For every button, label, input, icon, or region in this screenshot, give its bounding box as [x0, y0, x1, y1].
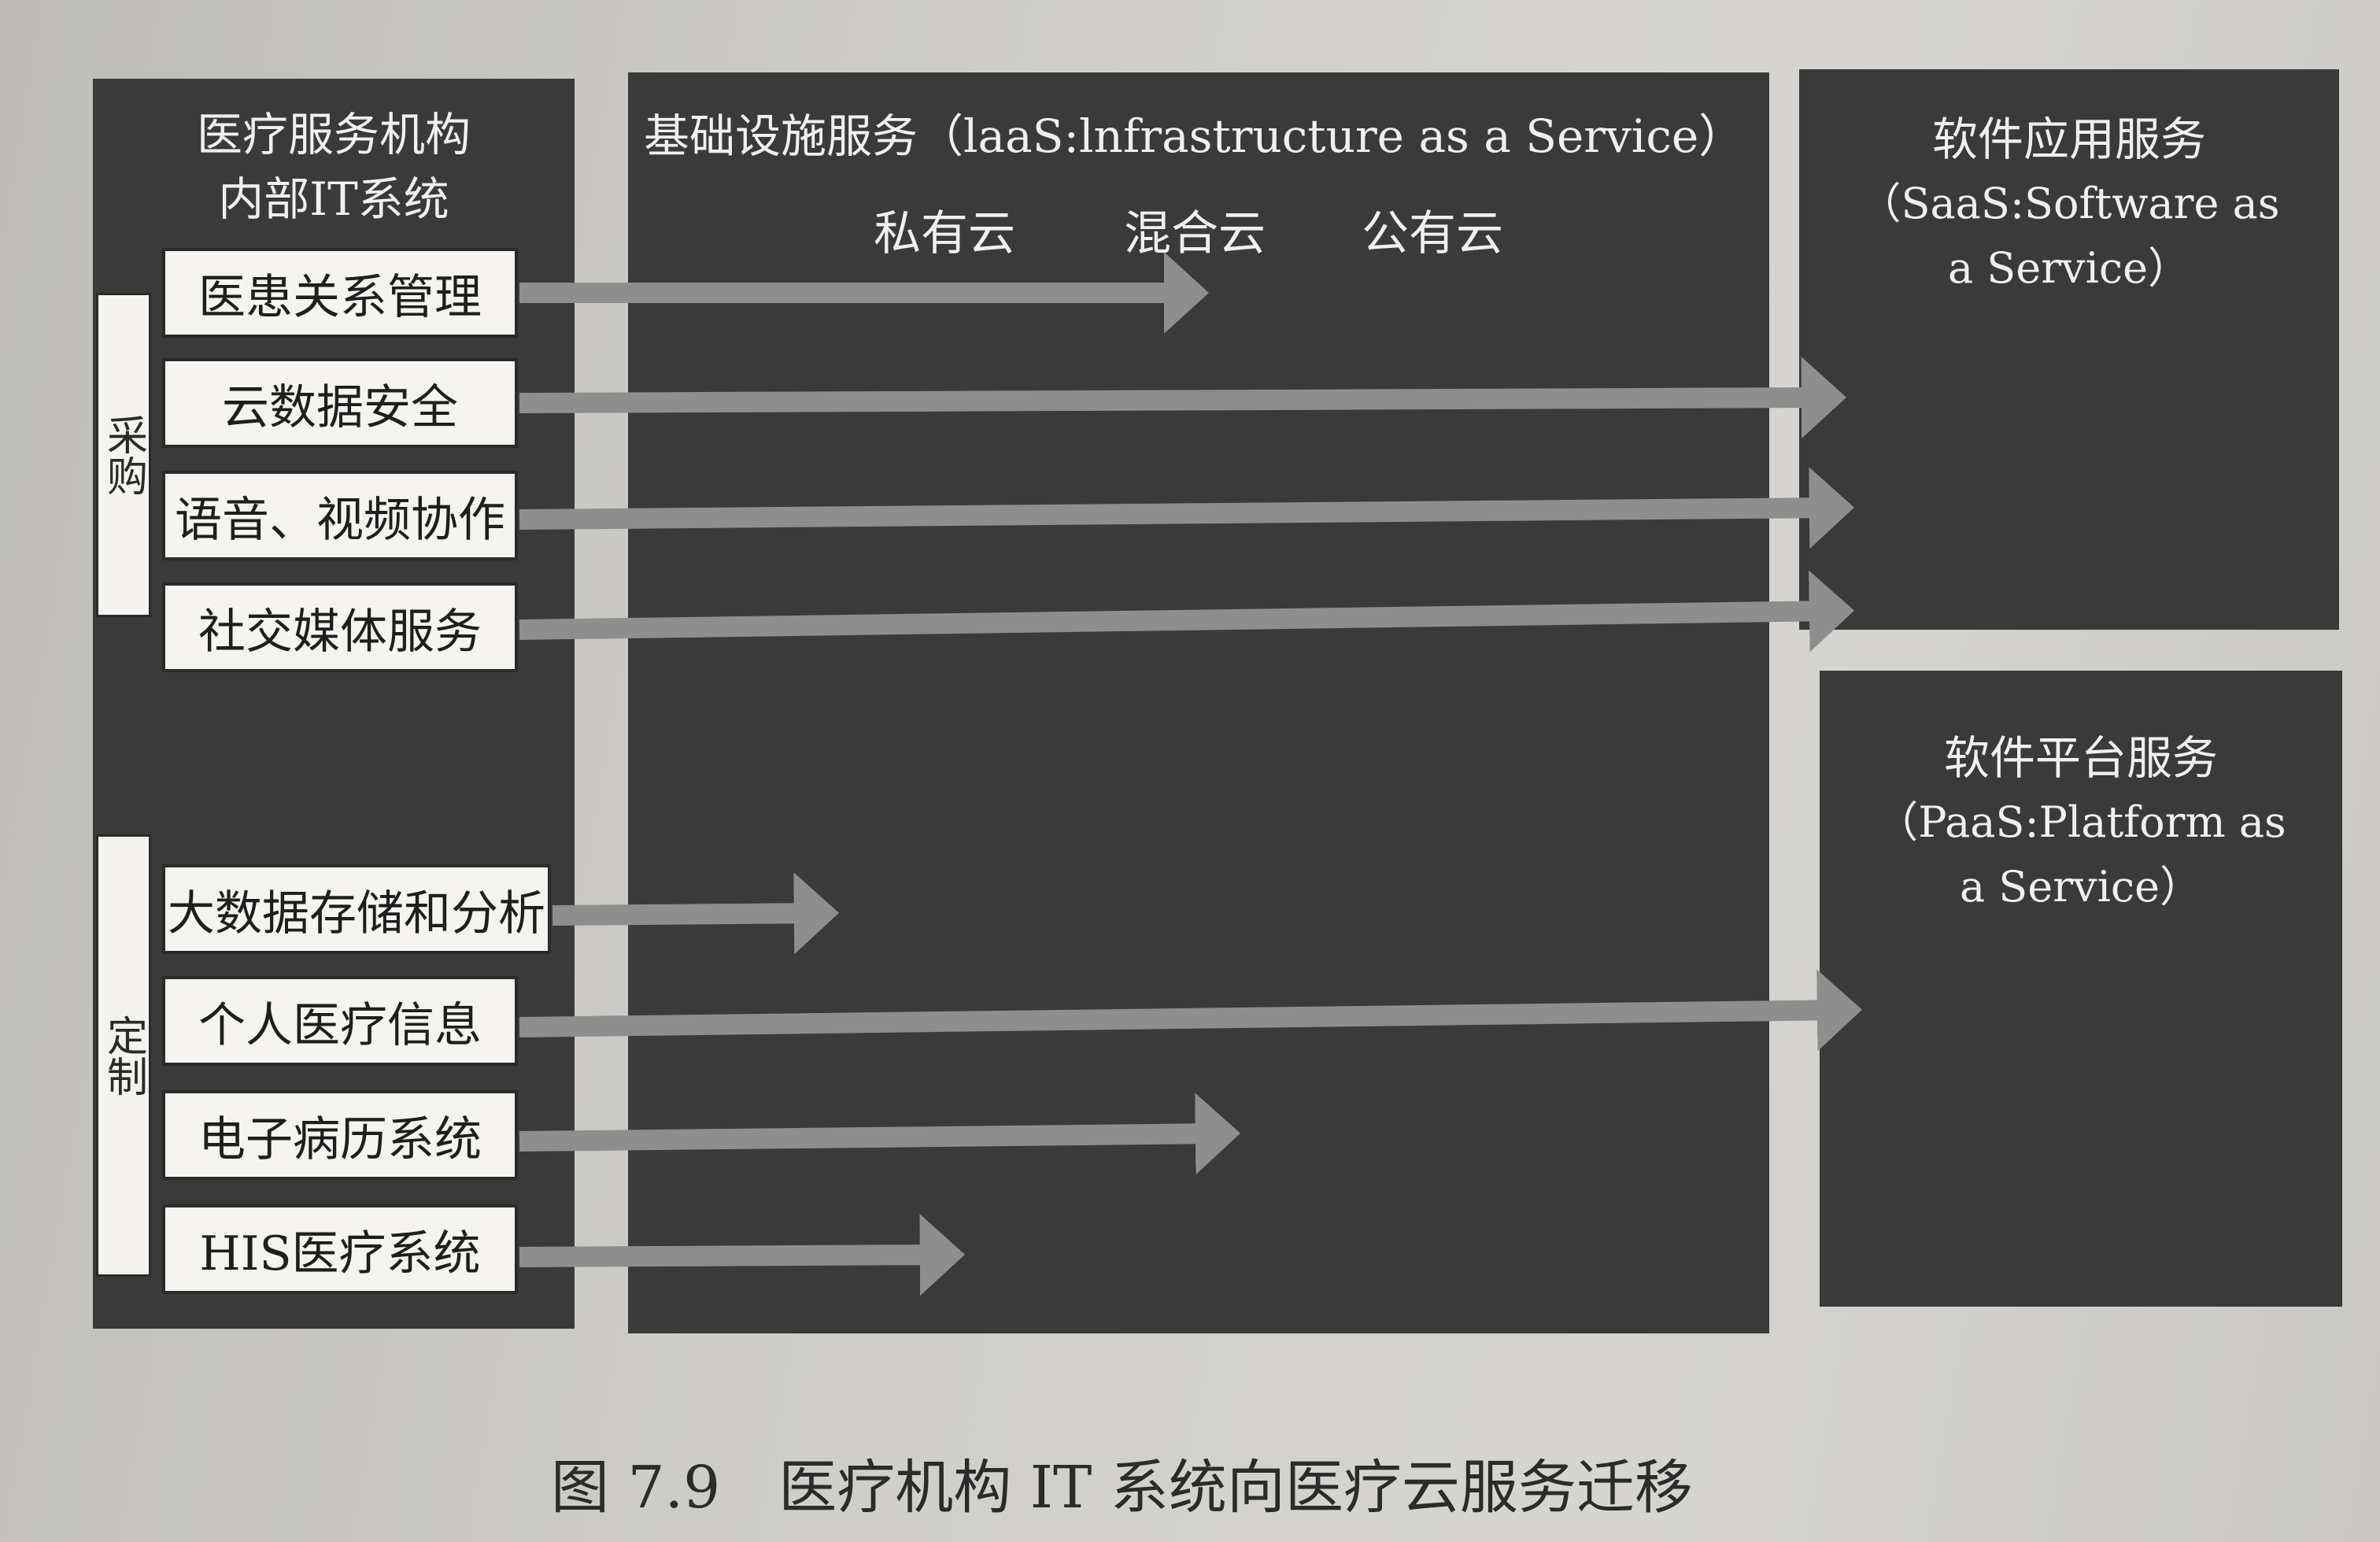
hybrid-cloud-label: 混合云 — [1124, 206, 1266, 261]
private-cloud-label: 私有云 — [874, 206, 1015, 261]
paas-title: 软件平台服务 （PaaS:Platform as a Service） — [1820, 726, 2342, 919]
item-his: HIS医疗系统 — [162, 1204, 518, 1294]
item-social-media: 社交媒体服务 — [162, 582, 518, 672]
internal-it-title: 医疗服务机构 内部IT系统 — [93, 102, 575, 231]
item-cloud-security: 云数据安全 — [162, 358, 518, 448]
paas-title-line: 软件平台服务 — [1943, 731, 2218, 785]
group-tag-custom: 定制 — [96, 834, 151, 1277]
item-voice-video: 语音、视频协作 — [162, 471, 518, 560]
paas-subtitle-line1: （PaaS:Platform as — [1876, 797, 2286, 847]
item-personal-health: 个人医疗信息 — [162, 976, 518, 1066]
item-crm: 医患关系管理 — [162, 248, 518, 338]
item-emr: 电子病历系统 — [162, 1090, 518, 1180]
public-cloud-label: 公有云 — [1362, 206, 1503, 261]
saas-title: 软件应用服务 （SaaS:Software as a Service） — [1799, 107, 2339, 301]
internal-it-title-line1: 医疗服务机构 — [196, 108, 471, 161]
saas-subtitle-line1: （SaaS:Software as — [1858, 179, 2280, 228]
figure-caption: 图 7.9 医疗机构 IT 系统向医疗云服务迁移 — [551, 1454, 1693, 1522]
saas-panel — [1799, 69, 2339, 630]
paas-panel — [1820, 671, 2342, 1307]
paas-subtitle-line2: a Service） — [1959, 862, 2203, 912]
group-tag-procure: 采购 — [96, 293, 151, 617]
iaas-title: 基础设施服务（laaS:lnfrastructure as a Service） — [644, 109, 1745, 163]
saas-subtitle-line2: a Service） — [1947, 243, 2191, 293]
item-big-data: 大数据存储和分析 — [162, 864, 551, 954]
saas-title-line: 软件应用服务 — [1931, 113, 2206, 166]
internal-it-title-line2: 内部IT系统 — [218, 172, 449, 226]
